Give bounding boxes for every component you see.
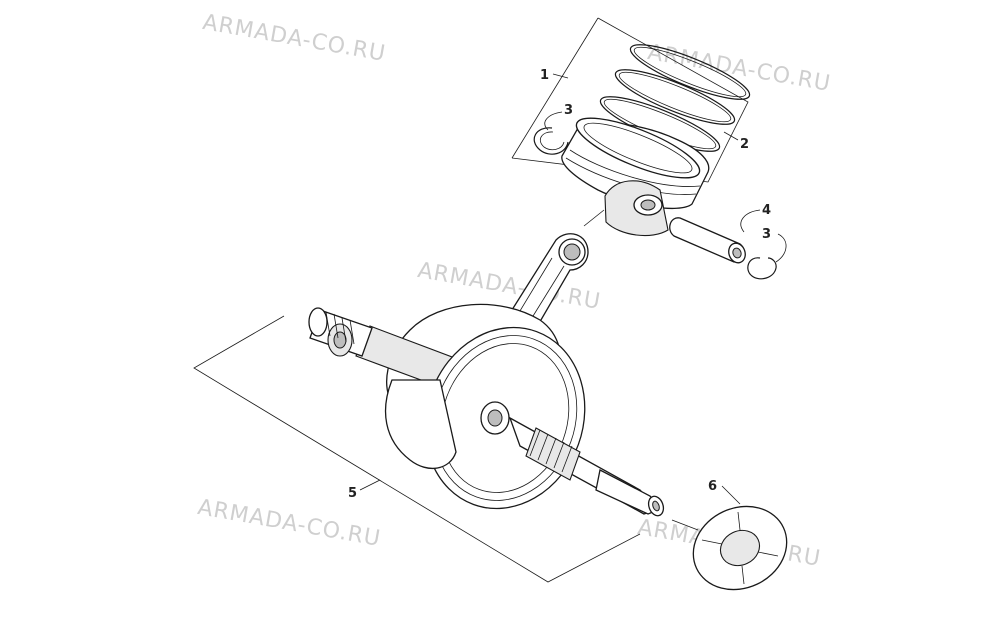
assembly-axis-lines (583, 209, 699, 531)
piston (561, 117, 710, 237)
piston-pin (669, 217, 746, 264)
callout-6: 6 (708, 479, 717, 494)
leader-lines (359, 73, 787, 505)
crankshaft-group-bracket (193, 315, 641, 583)
callout-3-right: 3 (762, 227, 771, 242)
crankshaft (308, 303, 665, 517)
circlip-right (747, 257, 777, 280)
callout-1: 1 (540, 68, 549, 83)
thrust-washer (692, 505, 788, 591)
callout-2: 2 (740, 137, 749, 152)
callout-5: 5 (348, 486, 357, 501)
circlip-left (533, 127, 569, 155)
callout-3-left: 3 (564, 103, 573, 118)
callout-4: 4 (762, 203, 771, 218)
